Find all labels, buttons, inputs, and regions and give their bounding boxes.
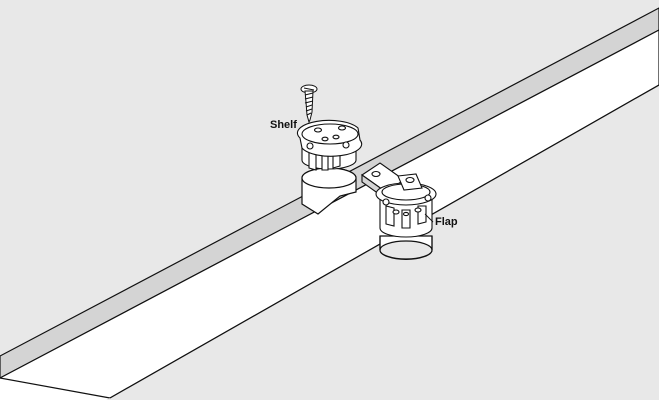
screw-icon <box>300 84 318 124</box>
flap-label: Flap <box>435 216 458 228</box>
flap-bore-hole <box>379 235 433 260</box>
flap-leader-line <box>424 213 434 223</box>
shelf-bore-hole <box>301 167 357 215</box>
shelf-hinge-part-icon <box>296 119 363 171</box>
flap-panel <box>0 29 659 399</box>
shelf-label: Shelf <box>270 119 297 131</box>
flap-hinge-part-icon <box>375 173 437 238</box>
lower-surface <box>106 85 659 400</box>
